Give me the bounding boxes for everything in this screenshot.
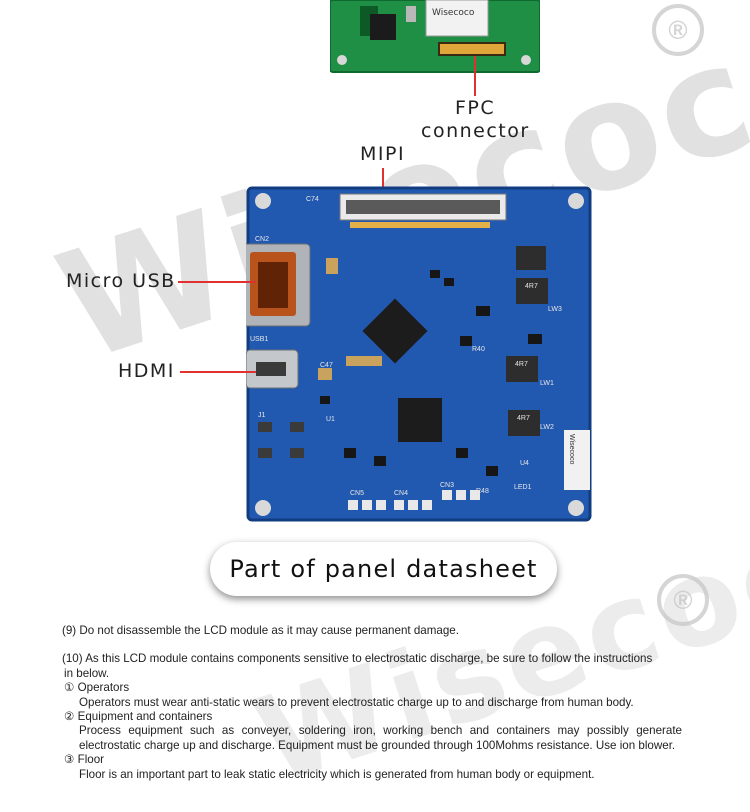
pcb-label-cn2: CN2 bbox=[255, 236, 270, 243]
pcb-label-r40: R40 bbox=[472, 346, 485, 353]
pcb-label-lw2: LW2 bbox=[540, 424, 554, 431]
pcb-label-usb1: USB1 bbox=[250, 336, 269, 343]
hdmi-lead-line bbox=[180, 371, 256, 373]
micro-usb-lead-line bbox=[178, 281, 256, 283]
pcb-label-cn4: CN4 bbox=[394, 490, 409, 497]
fpc-label-line2: connector bbox=[421, 120, 530, 142]
registered-mark-bottom: ® bbox=[657, 574, 709, 626]
pcb-inductor-marking-1: 4R7 bbox=[525, 283, 538, 290]
pcb-sticker-logo: Wisecoco bbox=[568, 434, 575, 465]
driver-board-image bbox=[246, 186, 592, 522]
fpc-lead-line bbox=[474, 56, 476, 96]
pcb-label-r48: R48 bbox=[476, 488, 489, 495]
fpc-board-image bbox=[330, 0, 540, 73]
pcb-label-lw3: LW3 bbox=[548, 306, 562, 313]
pcb-inductor-marking-3: 4R7 bbox=[517, 415, 530, 422]
pcb-label-cn3: CN3 bbox=[440, 482, 455, 489]
pcb-label-led1: LED1 bbox=[514, 484, 532, 491]
operators-text: Operators must wear anti-static wears to… bbox=[79, 695, 634, 709]
item-10-line2: in below. bbox=[64, 666, 110, 680]
fpc-board-logo: Wisecoco bbox=[432, 8, 475, 18]
registered-mark-top: ® bbox=[652, 4, 704, 56]
item-10-line1: (10) As this LCD module contains compone… bbox=[62, 652, 653, 666]
pcb-label-c47: C47 bbox=[320, 362, 333, 369]
pcb-label-j1: J1 bbox=[258, 412, 266, 419]
pcb-label-cn5: CN5 bbox=[350, 490, 365, 497]
floor-title: ③ Floor bbox=[64, 753, 105, 767]
pcb-inductor-marking-2: 4R7 bbox=[515, 361, 528, 368]
operators-title: ① Operators bbox=[64, 681, 130, 695]
pcb-label-c74: C74 bbox=[306, 196, 319, 203]
mipi-label: MIPI bbox=[360, 143, 406, 165]
hdmi-label: HDMI bbox=[118, 360, 175, 382]
equipment-title: ② Equipment and containers bbox=[64, 710, 213, 724]
equipment-text: Process equipment such as conveyer, sold… bbox=[79, 724, 682, 752]
datasheet-banner: Part of panel datasheet bbox=[210, 542, 557, 596]
fpc-label-line1: FPC bbox=[455, 97, 496, 119]
micro-usb-label: Micro USB bbox=[66, 270, 176, 292]
floor-text: Floor is an important part to leak stati… bbox=[79, 767, 595, 781]
mipi-lead-line bbox=[382, 168, 384, 204]
item-9: (9) Do not disassemble the LCD module as… bbox=[62, 624, 459, 637]
datasheet-excerpt: (9) Do not disassemble the LCD module as… bbox=[62, 624, 682, 782]
pcb-label-lw1: LW1 bbox=[540, 380, 554, 387]
pcb-label-u1: U1 bbox=[326, 416, 335, 423]
pcb-label-u4: U4 bbox=[520, 460, 529, 467]
